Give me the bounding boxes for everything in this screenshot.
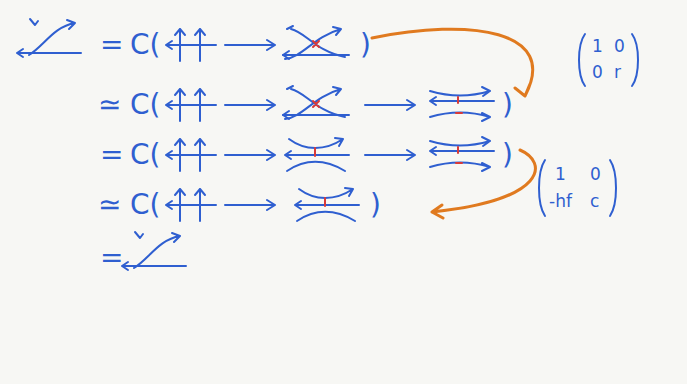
matrix-entry: 0 bbox=[590, 166, 601, 183]
equals-sign: = bbox=[100, 141, 123, 169]
homotopy-sign: ≃ bbox=[98, 191, 121, 219]
matrix-entry: 0 bbox=[592, 64, 603, 81]
matrix-entry: r bbox=[614, 64, 621, 81]
complex-open: C( bbox=[130, 91, 160, 119]
matrix-entry: -hf bbox=[549, 193, 572, 210]
matrix-entry: 0 bbox=[614, 38, 625, 55]
complex-open: C( bbox=[130, 191, 160, 219]
matrix-entry: c bbox=[590, 193, 599, 210]
homotopy-sign: ≃ bbox=[98, 91, 121, 119]
complex-close: ) bbox=[360, 31, 371, 59]
complex-open: C( bbox=[130, 31, 160, 59]
complex-close: ) bbox=[370, 191, 381, 219]
equals-sign: = bbox=[100, 31, 123, 59]
matrix-entry: 1 bbox=[555, 166, 566, 183]
complex-close: ) bbox=[502, 141, 513, 169]
complex-close: ) bbox=[502, 91, 513, 119]
complex-open: C( bbox=[130, 141, 160, 169]
matrix-entry: 1 bbox=[592, 38, 603, 55]
equals-sign: = bbox=[100, 244, 123, 272]
